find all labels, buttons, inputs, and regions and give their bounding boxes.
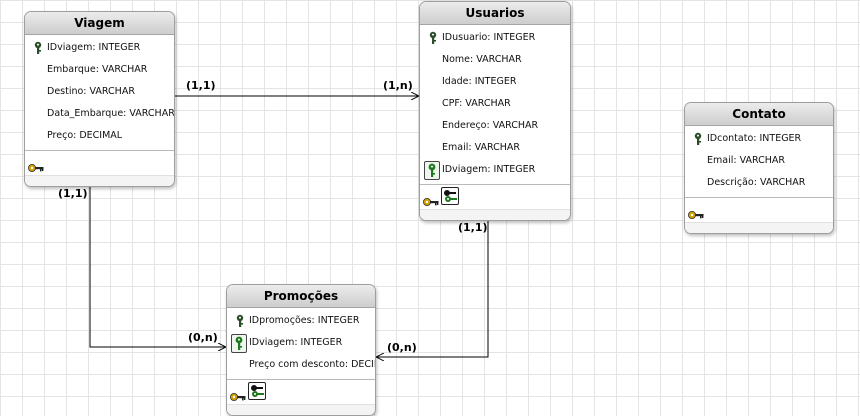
entity-title: Usuarios [420,2,570,25]
attribute-text: IDusuario: INTEGER [442,32,536,43]
foreign-key-icon [231,334,247,353]
cardinality-viagem-usuarios-from: (1,1) [186,79,216,92]
attribute-text: Email: VARCHAR [442,142,520,153]
entity-title: Viagem [25,12,174,35]
attribute-row[interactable]: Nome: VARCHAR [420,49,570,71]
cardinality-viagem-promocoes-from: (1,1) [58,187,88,200]
attribute-row[interactable]: IDviagem: INTEGER [420,159,570,181]
index-section [227,379,375,404]
attribute-list: IDviagem: INTEGER Embarque: VARCHAR Dest… [25,35,174,150]
attribute-row[interactable]: CPF: VARCHAR [420,93,570,115]
foreign-key-index-icon [441,187,459,205]
line-usuarios-promocoes[interactable] [377,216,489,357]
index-key-icon [423,192,439,206]
attribute-text: IDviagem: INTEGER [249,337,343,348]
attribute-text: Email: VARCHAR [707,155,785,166]
entity-footer [227,404,375,415]
attribute-row[interactable]: IDviagem: INTEGER [25,37,174,59]
attribute-row[interactable]: Preço: DECIMAL [25,125,174,147]
primary-key-icon [31,41,45,55]
entity-promocoes[interactable]: Promoções IDpromoções: INTEGER IDviagem:… [226,284,376,416]
attribute-text: Endereço: VARCHAR [442,120,539,131]
entity-footer [685,222,833,233]
attribute-text: Preço: DECIMAL [47,130,123,141]
foreign-key-icon [424,161,440,180]
attribute-text: IDpromoções: INTEGER [249,315,360,326]
index-section [420,184,570,209]
attribute-row[interactable]: IDpromoções: INTEGER [227,310,375,332]
attribute-row[interactable]: IDusuario: INTEGER [420,27,570,49]
attribute-list: IDpromoções: INTEGER IDviagem: INTEGER P… [227,308,375,379]
primary-key-icon [426,31,440,45]
entity-contato[interactable]: Contato IDcontato: INTEGER Email: VARCHA… [684,102,834,234]
entity-title: Promoções [227,285,375,308]
attribute-row[interactable]: IDviagem: INTEGER [227,332,375,354]
attribute-row[interactable]: Email: VARCHAR [420,137,570,159]
attribute-text: Preço com desconto: DECIMAL [249,359,375,370]
attribute-text: IDviagem: INTEGER [442,164,536,175]
attribute-row[interactable]: Preço com desconto: DECIMAL [227,354,375,376]
attribute-row[interactable]: Descrição: VARCHAR [685,172,833,194]
index-key-icon [688,205,704,219]
line-viagem-promocoes[interactable] [89,182,225,347]
attribute-row[interactable]: Destino: VARCHAR [25,81,174,103]
attribute-text: Descrição: VARCHAR [707,177,806,188]
attribute-row[interactable]: Data_Embarque: VARCHAR [25,103,174,125]
primary-key-icon [233,314,247,328]
cardinality-viagem-promocoes-to: (0,n) [188,331,218,344]
foreign-key-index-icon [248,382,266,400]
index-section [25,150,174,175]
attribute-row[interactable]: Endereço: VARCHAR [420,115,570,137]
attribute-row[interactable]: IDcontato: INTEGER [685,128,833,150]
attribute-list: IDusuario: INTEGER Nome: VARCHAR Idade: … [420,25,570,184]
attribute-text: Idade: INTEGER [442,76,517,87]
entity-footer [25,175,174,186]
index-key-icon [230,387,246,401]
cardinality-usuarios-promocoes-to: (0,n) [387,341,417,354]
entity-footer [420,209,570,220]
attribute-text: IDcontato: INTEGER [707,133,802,144]
entity-viagem[interactable]: Viagem IDviagem: INTEGER Embarque: VARCH… [24,11,175,187]
index-section [685,197,833,222]
entity-title: Contato [685,103,833,126]
entity-usuarios[interactable]: Usuarios IDusuario: INTEGER Nome: VARCHA… [419,1,571,221]
attribute-text: Data_Embarque: VARCHAR [47,108,174,119]
primary-key-icon [691,132,705,146]
attribute-text: CPF: VARCHAR [442,98,511,109]
attribute-row[interactable]: Embarque: VARCHAR [25,59,174,81]
attribute-text: Destino: VARCHAR [47,86,135,97]
attribute-row[interactable]: Idade: INTEGER [420,71,570,93]
index-key-icon [28,158,44,172]
attribute-row[interactable]: Email: VARCHAR [685,150,833,172]
attribute-text: Nome: VARCHAR [442,54,522,65]
attribute-text: IDviagem: INTEGER [47,42,141,53]
cardinality-viagem-usuarios-to: (1,n) [383,79,413,92]
cardinality-usuarios-promocoes-from: (1,1) [458,221,488,234]
attribute-list: IDcontato: INTEGER Email: VARCHAR Descri… [685,126,833,197]
attribute-text: Embarque: VARCHAR [47,64,148,75]
